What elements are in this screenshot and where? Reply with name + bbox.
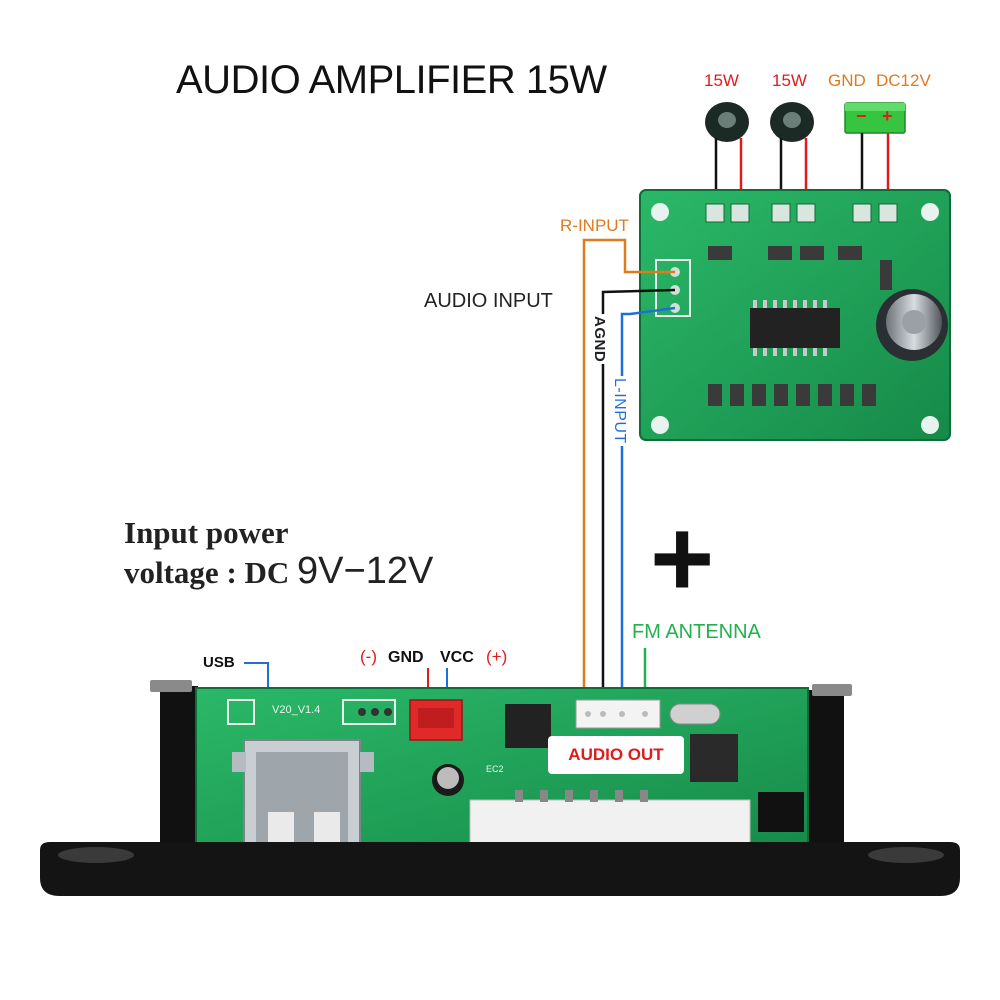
diagram-title: AUDIO AMPLIFIER 15W xyxy=(176,58,607,102)
silk-version: V20_V1.4 xyxy=(272,704,321,716)
amplifier-board xyxy=(639,189,951,441)
power-spec-line1: Input power xyxy=(124,515,289,550)
audio-input-label: AUDIO INPUT xyxy=(424,290,553,312)
fm-antenna-label: FM ANTENNA xyxy=(632,621,761,643)
audio-out-label: AUDIO OUT xyxy=(548,736,684,774)
power-spec: Input power voltage : DC 9V−12V xyxy=(124,514,433,592)
vcc-label: VCC xyxy=(440,649,474,666)
r-input-label: R-INPUT xyxy=(560,216,629,235)
power-spec-prefix: voltage : DC xyxy=(124,555,298,590)
gnd-label: GND xyxy=(388,649,424,666)
mp3-decoder-board xyxy=(40,680,960,896)
power-spec-voltage: 9V−12V xyxy=(297,550,434,592)
dc-power-terminal xyxy=(844,102,906,134)
combine-plus-sign: + xyxy=(650,497,715,620)
silk-ec2: EC2 xyxy=(486,764,504,774)
speaker-right-icon xyxy=(770,102,814,142)
usb-label: USB xyxy=(203,654,235,671)
power-minus-sign: − xyxy=(856,106,867,126)
speaker-left-label: 15W xyxy=(704,71,739,90)
power-gnd-label: GND xyxy=(828,71,866,90)
speaker-right-label: 15W xyxy=(772,71,807,90)
signal-wires xyxy=(582,238,676,708)
power-plus-sign: + xyxy=(882,106,893,126)
power-spec-line2: voltage : DC 9V−12V xyxy=(124,552,433,592)
power-dc-label: DC12V xyxy=(876,71,931,90)
l-input-label: L-INPUT xyxy=(610,376,628,446)
gnd-sign: (-) xyxy=(360,647,377,666)
usb-port xyxy=(232,739,374,859)
speaker-left-icon xyxy=(705,102,749,142)
agnd-label: AGND xyxy=(591,314,608,365)
vcc-sign: (+) xyxy=(486,647,508,666)
